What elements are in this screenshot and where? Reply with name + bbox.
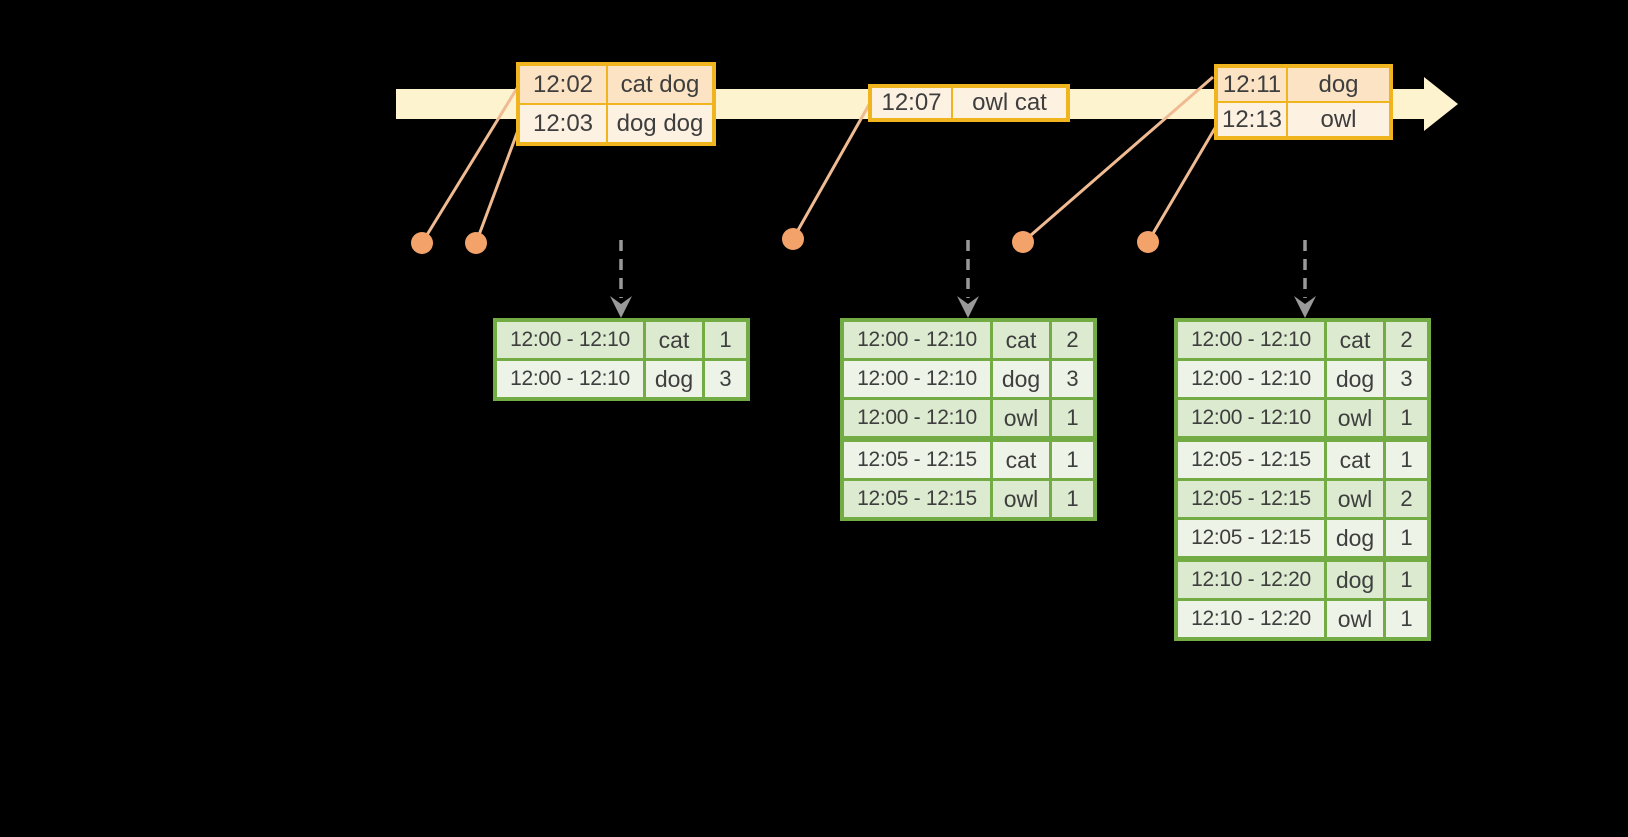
count-cell: 3: [1386, 361, 1427, 397]
event-dot-icon: [1137, 231, 1159, 253]
word-cell: cat: [646, 322, 702, 358]
window-cell: 12:05 - 12:15: [844, 442, 990, 478]
window-cell: 12:05 - 12:15: [1178, 442, 1324, 478]
time-cell: 12:11: [1218, 68, 1286, 101]
count-cell: 1: [1386, 400, 1427, 436]
word-cell: dog: [1327, 361, 1383, 397]
window-cell: 12:00 - 12:10: [497, 361, 643, 397]
window-cell: 12:00 - 12:10: [1178, 322, 1324, 358]
word-cell: dog: [1327, 562, 1383, 598]
count-cell: 1: [1386, 520, 1427, 556]
event-connector-line: [1022, 75, 1214, 244]
event-connector-line: [791, 102, 872, 240]
trigger-arrowhead-icon: [957, 296, 979, 318]
count-cell: 3: [705, 361, 746, 397]
trigger-arrowhead-icon: [610, 296, 632, 318]
words-cell: dog dog: [608, 105, 712, 142]
word-cell: dog: [1327, 520, 1383, 556]
window-cell: 12:05 - 12:15: [844, 481, 990, 517]
event-dot-icon: [1012, 231, 1034, 253]
words-cell: owl cat: [953, 88, 1066, 118]
word-cell: cat: [1327, 442, 1383, 478]
word-cell: owl: [1327, 601, 1383, 637]
event-connector-line: [474, 124, 522, 244]
count-cell: 1: [705, 322, 746, 358]
time-cell: 12:02: [520, 66, 606, 103]
event-dot-icon: [465, 232, 487, 254]
word-cell: cat: [993, 322, 1049, 358]
window-cell: 12:00 - 12:10: [497, 322, 643, 358]
trigger-arrowhead-icon: [1294, 296, 1316, 318]
count-cell: 3: [1052, 361, 1093, 397]
event-dot-icon: [411, 232, 433, 254]
count-cell: 1: [1386, 442, 1427, 478]
word-cell: cat: [993, 442, 1049, 478]
time-cell: 12:07: [872, 88, 951, 118]
count-cell: 1: [1052, 400, 1093, 436]
word-cell: dog: [646, 361, 702, 397]
window-cell: 12:05 - 12:15: [1178, 520, 1324, 556]
window-cell: 12:00 - 12:10: [1178, 361, 1324, 397]
word-cell: dog: [993, 361, 1049, 397]
word-cell: owl: [1327, 400, 1383, 436]
event-connector-line: [420, 84, 521, 244]
word-cell: owl: [1327, 481, 1383, 517]
count-cell: 2: [1386, 481, 1427, 517]
window-cell: 12:00 - 12:10: [844, 400, 990, 436]
word-cell: owl: [993, 481, 1049, 517]
count-cell: 1: [1386, 601, 1427, 637]
event-dot-icon: [782, 228, 804, 250]
window-cell: 12:00 - 12:10: [1178, 400, 1324, 436]
window-cell: 12:10 - 12:20: [1178, 562, 1324, 598]
count-cell: 1: [1052, 481, 1093, 517]
window-cell: 12:05 - 12:15: [1178, 481, 1324, 517]
window-cell: 12:00 - 12:10: [844, 322, 990, 358]
count-cell: 2: [1052, 322, 1093, 358]
window-cell: 12:10 - 12:20: [1178, 601, 1324, 637]
count-cell: 1: [1052, 442, 1093, 478]
count-cell: 1: [1386, 562, 1427, 598]
window-cell: 12:00 - 12:10: [844, 361, 990, 397]
event-connector-line: [1146, 122, 1220, 243]
words-cell: cat dog: [608, 66, 712, 103]
word-cell: cat: [1327, 322, 1383, 358]
words-cell: dog: [1288, 68, 1389, 101]
timeline-arrowhead-icon: [1424, 77, 1458, 131]
word-cell: owl: [993, 400, 1049, 436]
count-cell: 2: [1386, 322, 1427, 358]
words-cell: owl: [1288, 103, 1389, 136]
time-cell: 12:03: [520, 105, 606, 142]
time-cell: 12:13: [1218, 103, 1286, 136]
